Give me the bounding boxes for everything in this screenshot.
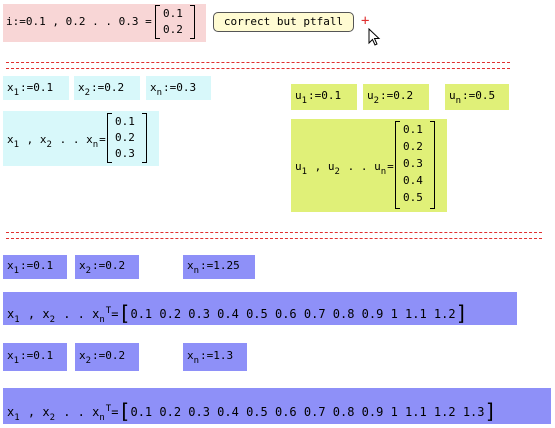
range-transpose-expression-1: x1 , x2 . . xnT=[0.1 0.2 0.3 0.4 0.5 0.6… (7, 301, 468, 325)
row-vector-values-1: 0.1 0.2 0.3 0.4 0.5 0.6 0.7 0.8 0.9 1 1.… (130, 307, 456, 321)
purple-x1-region[interactable] (3, 343, 67, 371)
matrix-cell: 0.5 (403, 191, 423, 204)
xn-definition: xn:=0.3 (150, 81, 197, 98)
matrix-cell: 0.1 (115, 115, 135, 128)
yellow-un-region[interactable] (445, 84, 509, 110)
yellow-range-region[interactable] (291, 119, 447, 212)
correct-but-ptfall-button[interactable]: correct but ptfall (213, 12, 354, 32)
red-crosshair-icon: + (361, 13, 370, 29)
purple-xn-region[interactable] (183, 343, 247, 371)
row-vector-values-2: 0.1 0.2 0.3 0.4 0.5 0.6 0.7 0.8 0.9 1 1.… (130, 405, 485, 419)
cyan-x2-region[interactable] (74, 76, 140, 100)
matrix-cell: 0.4 (403, 174, 423, 187)
un-definition: un:=0.5 (449, 89, 496, 106)
purple-x2-region[interactable] (75, 343, 139, 371)
matrix-cell: 0.2 (115, 131, 135, 144)
matrix-cell: 0.3 (115, 147, 135, 160)
x2-definition: x2:=0.2 (79, 349, 126, 366)
cyan-range-expression: x1 , x2 . . xn= (7, 133, 106, 150)
pink-region (3, 4, 206, 42)
cyan-x1-region[interactable] (3, 76, 69, 100)
matrix-cell: 0.1 (403, 123, 423, 136)
result-matrix-top: 0.1 0.2 (155, 5, 195, 39)
yellow-u1-region[interactable] (291, 84, 357, 110)
cyan-range-region[interactable] (3, 111, 159, 166)
x1-definition: x1:=0.1 (7, 349, 54, 366)
matrix-cell: 0.3 (403, 157, 423, 170)
separator-line (6, 62, 510, 69)
x1-definition: x1:=0.1 (7, 81, 54, 98)
purple-xn-region[interactable] (183, 255, 255, 279)
separator-line (6, 232, 542, 239)
matrix-cell: 0.2 (403, 140, 423, 153)
u2-definition: u2:=0.2 (367, 89, 414, 106)
range-transpose-expression-2: x1 , x2 . . xnT=[0.1 0.2 0.3 0.4 0.5 0.6… (7, 399, 497, 423)
xn-definition: xn:=1.25 (187, 259, 240, 276)
button-label: correct but ptfall (223, 15, 344, 28)
u1-definition: u1:=0.1 (295, 89, 342, 106)
matrix-cell: 0.1 (163, 7, 183, 20)
purple-x2-region[interactable] (75, 255, 139, 279)
x1-definition: x1:=0.1 (7, 259, 54, 276)
x2-definition: x2:=0.2 (79, 259, 126, 276)
cyan-xn-region[interactable] (146, 76, 211, 100)
matrix-cell: 0.2 (163, 23, 183, 36)
range-expression-lhs: i:=0.1 , 0.2 . . 0.3 = (6, 15, 152, 28)
purple-range-region-1[interactable] (3, 292, 517, 325)
range-expression[interactable]: i:=0.1 , 0.2 . . 0.3 = (6, 15, 152, 29)
result-matrix-cyan: 0.1 0.2 0.3 (107, 113, 147, 163)
purple-range-region-2[interactable] (3, 388, 551, 424)
xn-definition: xn:=1.3 (187, 349, 234, 366)
yellow-u2-region[interactable] (363, 84, 429, 110)
mouse-cursor-icon (368, 27, 382, 51)
purple-x1-region[interactable] (3, 255, 67, 279)
x2-definition: x2:=0.2 (78, 81, 125, 98)
yellow-range-expression: u1 , u2 . . un= (295, 160, 394, 177)
result-matrix-yellow: 0.1 0.2 0.3 0.4 0.5 (395, 121, 435, 209)
